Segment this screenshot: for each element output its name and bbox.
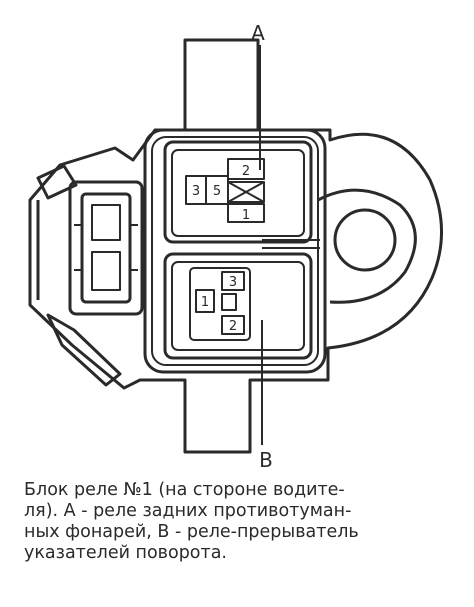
relay-b-terminal-1 [195,289,215,313]
left-connector-slots [74,204,138,291]
left-connector-outer [68,180,144,316]
relay-a-pin-2: 2 [242,164,250,179]
relay-a-terminal-5 [205,175,229,205]
relay-b-terminal-2 [221,315,245,335]
relay-b-socket-inner [171,261,305,351]
figure-caption: Блок реле №1 (на стороне водите- ля). А … [24,480,464,564]
relay-a-socket-outer [163,140,313,244]
relay-b-pin-3: 3 [229,275,237,290]
right-boss-circle [333,208,397,272]
label-b: B [259,448,273,470]
relay-a-pin-3: 3 [192,184,200,199]
housing-outline [28,38,444,454]
relay-b-center-contact [221,293,237,311]
relay-b-body [189,267,251,341]
caption-line-3: ных фонарей, В - реле-прерыватель [24,522,359,542]
relay-a-terminal-2 [227,158,265,180]
relay-a-socket-inner [171,149,305,237]
main-frame-outer [143,128,327,374]
relay-a-pin-5: 5 [213,184,221,199]
relay-a-terminal-1 [227,203,265,223]
relay-b-terminal-3 [221,271,245,291]
caption-line-1: Блок реле №1 (на стороне водите- [24,480,345,500]
right-boss-ring [317,188,417,304]
left-wing-lower [46,313,122,387]
relay-b-socket-outer [163,252,313,360]
label-a: A [251,21,265,45]
left-connector-inner [80,192,132,304]
caption-line-2: ля). А - реле задних противотуман- [24,501,352,521]
main-frame-inner [151,136,319,366]
relay-block-diagram: A B 2 3 5 1 3 1 2 [28,21,444,470]
relay-b-pin-1: 1 [201,295,209,310]
boss-channel [262,239,320,249]
left-wing-upper [36,164,78,200]
relay-a-cross [227,181,265,203]
relay-b-pin-2: 2 [229,319,237,334]
caption-line-4: указателей поворота. [24,543,227,563]
relay-a-pin-1: 1 [242,208,250,223]
